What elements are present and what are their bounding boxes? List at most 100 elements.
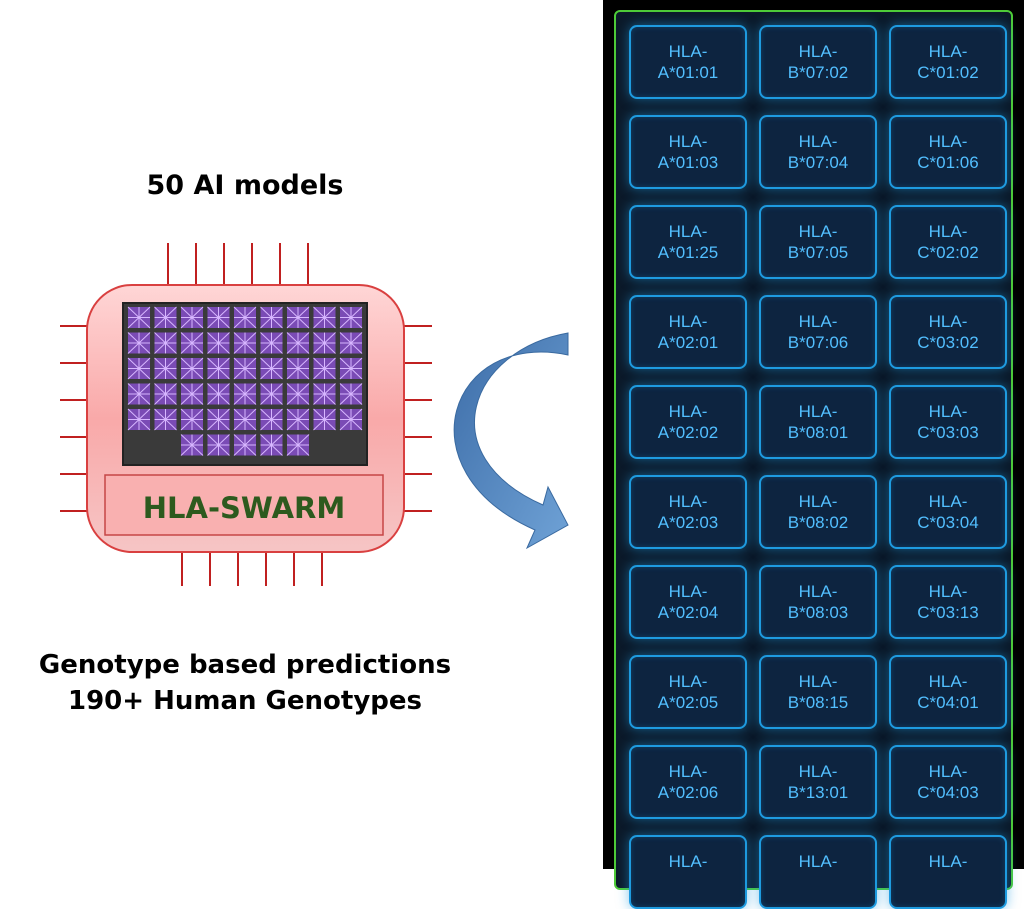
allele-cell: HLA-A*01:01 [629, 25, 747, 99]
allele-prefix: HLA- [798, 402, 838, 421]
allele-code: B*07:04 [787, 153, 849, 172]
allele-prefix: HLA- [928, 222, 968, 241]
model-cell [286, 434, 310, 456]
model-cell [207, 332, 230, 354]
chip-pins [60, 243, 432, 586]
allele-code: C*02:02 [917, 243, 979, 262]
allele-cell: HLA- A*02:06 [629, 745, 747, 819]
allele-prefix: HLA- [668, 762, 708, 781]
allele-cell: HLA-C*04:01 [889, 655, 1007, 729]
allele-cell: HLA-B*07:06 [759, 295, 877, 369]
allele-cell: HLA-A*01:25 [629, 205, 747, 279]
allele-prefix: HLA- [928, 402, 968, 421]
allele-prefix: HLA- [668, 852, 708, 871]
model-cell [286, 357, 310, 380]
allele-code: C*04:01 [917, 693, 979, 712]
caption-predictions: Genotype based predictions [38, 650, 452, 680]
allele-cell: HLA- B*13:01 [759, 745, 877, 819]
allele-code: B*13:01 [787, 783, 849, 802]
model-grid [127, 306, 363, 456]
allele-prefix: HLA- [668, 582, 708, 601]
model-cell [233, 408, 257, 431]
model-cell [127, 408, 151, 431]
model-cell [260, 408, 283, 431]
allele-prefix: HLA- [798, 672, 838, 691]
model-cell [154, 306, 177, 329]
model-cell [154, 408, 177, 431]
allele-prefix: HLA- [928, 582, 968, 601]
allele-prefix: HLA- [928, 42, 968, 61]
allele-code: A*02:04 [657, 603, 719, 622]
allele-cell: HLA-C*03:03 [889, 385, 1007, 459]
allele-prefix: HLA- [928, 492, 968, 511]
allele-prefix: HLA- [668, 492, 708, 511]
allele-cell: HLA- B*08:02 [759, 475, 877, 549]
model-cell [260, 434, 283, 456]
allele-code: B*07:05 [787, 243, 849, 262]
allele-cell: HLA-C*03:02 [889, 295, 1007, 369]
model-cell [233, 434, 257, 456]
model-cell [233, 332, 257, 354]
allele-code: B*08:03 [787, 603, 849, 622]
allele-code: C*03:02 [917, 333, 979, 352]
allele-cell: HLA-B*07:05 [759, 205, 877, 279]
allele-prefix: HLA- [798, 492, 838, 511]
allele-code: B*08:02 [787, 513, 849, 532]
allele-code: A*02:02 [657, 423, 719, 442]
allele-code: A*02:06 [657, 783, 719, 802]
allele-prefix: HLA- [668, 402, 708, 421]
model-cell [339, 383, 363, 405]
model-cell [233, 306, 257, 329]
allele-prefix: HLA- [798, 42, 838, 61]
allele-cell: HLA-C*04:03 [889, 745, 1007, 819]
allele-cell: HLA-B*07:02 [759, 25, 877, 99]
model-cell [127, 306, 151, 329]
allele-code: A*02:01 [657, 333, 719, 352]
allele-prefix: HLA- [798, 582, 838, 601]
allele-prefix: HLA- [668, 42, 708, 61]
allele-cell: HLA- [889, 835, 1007, 909]
model-cell [313, 306, 336, 329]
model-cell [233, 383, 257, 405]
allele-code: C*03:04 [917, 513, 979, 532]
model-cell [260, 383, 283, 405]
model-cell [233, 357, 257, 380]
model-cell [339, 408, 363, 431]
allele-cell: HLA- C*03:04 [889, 475, 1007, 549]
allele-code: A*01:03 [657, 153, 719, 172]
allele-cell: HLA-A*01:03 [629, 115, 747, 189]
model-cell [207, 408, 230, 431]
allele-cell: HLA-B*07:04 [759, 115, 877, 189]
model-cell [207, 434, 230, 456]
model-cell [286, 306, 310, 329]
allele-prefix: HLA- [798, 762, 838, 781]
model-cell [207, 383, 230, 405]
model-cell [286, 383, 310, 405]
model-cell [260, 332, 283, 354]
model-cell [313, 357, 336, 380]
model-cell [180, 332, 204, 354]
allele-code: A*02:03 [657, 513, 719, 532]
allele-cell: HLA-C*01:06 [889, 115, 1007, 189]
allele-code: B*08:01 [787, 423, 849, 442]
model-cell [260, 357, 283, 380]
model-cell [286, 332, 310, 354]
hla-swarm-chip: HLA-SWARM [60, 243, 569, 586]
allele-cell: HLA- C*02:02 [889, 205, 1007, 279]
allele-cell: HLA- [629, 835, 747, 909]
model-cell [127, 357, 151, 380]
allele-prefix: HLA- [928, 762, 968, 781]
allele-prefix: HLA- [668, 312, 708, 331]
allele-cell: HLA- B*08:01 [759, 385, 877, 459]
allele-code: A*01:25 [657, 243, 719, 262]
model-cell [154, 383, 177, 405]
curved-arrow [453, 332, 569, 550]
allele-cell: HLA- A*02:03 [629, 475, 747, 549]
model-cell [313, 332, 336, 354]
allele-cell: HLA-C*01:02 [889, 25, 1007, 99]
allele-prefix: HLA- [668, 672, 708, 691]
allele-code: A*02:05 [657, 693, 719, 712]
model-cell [286, 408, 310, 431]
allele-code: C*03:13 [917, 603, 979, 622]
allele-cell: HLA- A*02:01 [629, 295, 747, 369]
